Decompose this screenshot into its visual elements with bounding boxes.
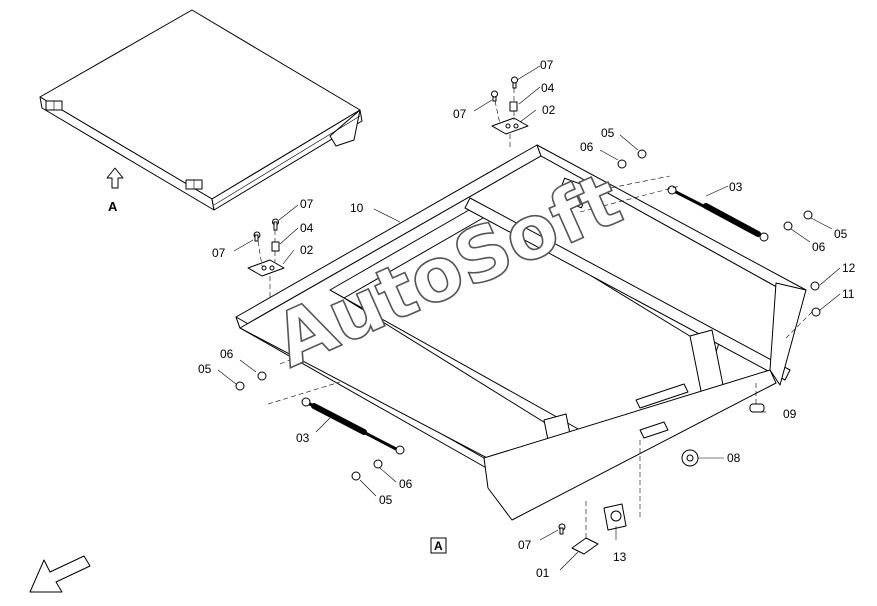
callout-03: 03 [296,431,310,445]
callout-05: 05 [198,362,212,376]
callout-12: 12 [842,261,856,275]
gas-strut-right [579,149,813,242]
spacer-upper [509,101,518,112]
callout-02: 02 [542,103,556,117]
spacer-left [271,241,280,252]
orientation-arrow-icon [29,555,91,593]
callout-04: 04 [541,81,555,95]
callout-11: 11 [842,287,855,301]
view-a-arrow: A [106,167,124,214]
callout-10: 10 [350,201,364,215]
nut-05-upper [637,149,647,159]
callout-05: 05 [379,493,393,507]
callout-07: 07 [453,107,467,121]
bracket-01 [571,537,599,555]
callout-01: 01 [536,566,550,580]
right-end-wall [769,282,807,386]
callout-05: 05 [834,227,848,241]
view-ref-label: A [434,539,443,553]
hinge-group-left [247,218,285,300]
cap-12 [810,281,820,291]
leader-lines [217,65,841,571]
callout-07: 07 [540,58,554,72]
callout-13: 13 [613,550,627,564]
front-skirt [483,369,777,521]
nut-05-right [803,210,813,220]
callout-06: 06 [220,347,234,361]
callout-06: 06 [580,140,594,154]
bracket-top [556,177,590,209]
callout-09: 09 [783,407,797,421]
callout-02: 02 [300,243,314,257]
washer-06-upper [617,159,627,169]
view-a-label: A [108,199,118,214]
callout-06: 06 [812,240,826,254]
hinge-group-upper [491,76,529,150]
callouts: 07 04 02 07 07 04 02 07 10 05 06 03 05 0… [198,58,856,580]
nut-05-lower [351,471,361,481]
callout-04: 04 [300,221,314,235]
callout-06: 06 [399,477,413,491]
washer-06-left [257,371,267,381]
callout-07: 07 [300,197,314,211]
nut-05-left [235,381,245,391]
washer-11 [811,307,821,317]
washer-06-right [783,221,793,231]
view-ref-box: A [430,537,447,554]
washer-06-lower [373,459,383,469]
slot-1 [635,383,689,409]
latch-assembly [558,440,641,555]
callout-03: 03 [729,180,743,194]
bumper-09 [749,403,765,413]
gas-strut-left [235,355,405,481]
callout-07: 07 [212,246,226,260]
tray-frame [235,144,807,521]
callout-07: 07 [518,538,532,552]
callout-05: 05 [601,126,615,140]
callout-08: 08 [727,451,741,465]
slot-2 [639,421,669,439]
cover-panel [39,9,363,211]
